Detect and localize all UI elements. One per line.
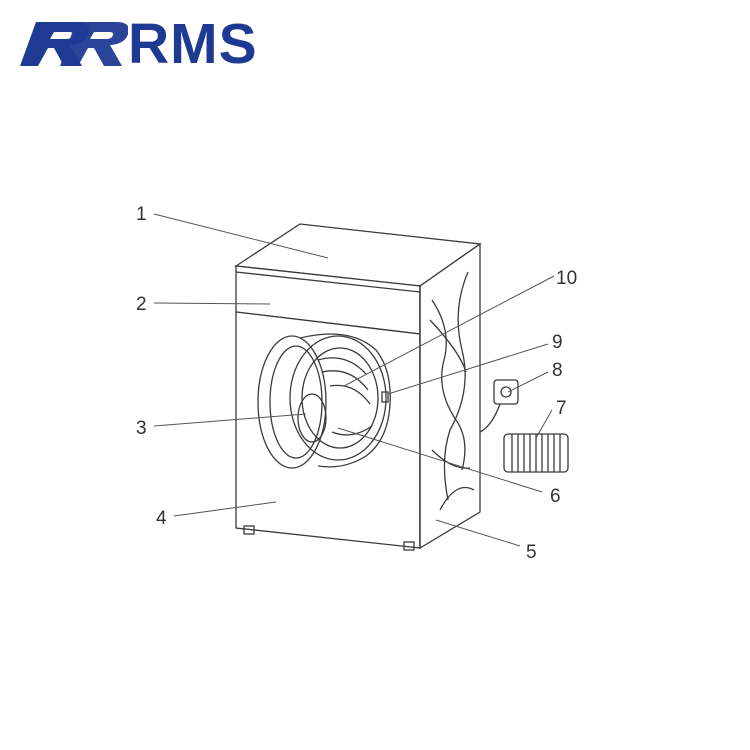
callout-6: 6 [550, 486, 561, 507]
door [257, 333, 391, 469]
leader-8 [507, 371, 549, 393]
callout-9: 9 [552, 332, 563, 353]
logo-mark-icon [20, 22, 129, 66]
leader-5 [435, 519, 521, 547]
callout-2: 2 [136, 294, 147, 315]
leader-2 [153, 302, 271, 305]
drain-hose [503, 433, 569, 473]
side-panel-pattern [429, 271, 475, 511]
leader-1 [153, 213, 329, 259]
callout-10: 10 [556, 268, 577, 289]
brand-name: RMS [128, 12, 258, 76]
drum [289, 335, 387, 461]
callout-3: 3 [136, 418, 147, 439]
side-body [419, 242, 481, 550]
callout-7: 7 [556, 398, 567, 419]
callout-8: 8 [552, 360, 563, 381]
power-plug [479, 379, 519, 433]
leader-7 [535, 409, 553, 439]
leader-6 [337, 427, 543, 493]
leader-9 [387, 343, 549, 395]
callout-5: 5 [526, 542, 537, 563]
callout-4: 4 [156, 508, 167, 529]
door-latch [381, 391, 389, 403]
callout-1: 1 [136, 204, 147, 225]
leader-4 [173, 501, 277, 517]
leader-3 [153, 413, 307, 427]
brand-logo: RMS [18, 14, 270, 74]
leader-10 [343, 275, 555, 387]
front-body [235, 311, 421, 549]
